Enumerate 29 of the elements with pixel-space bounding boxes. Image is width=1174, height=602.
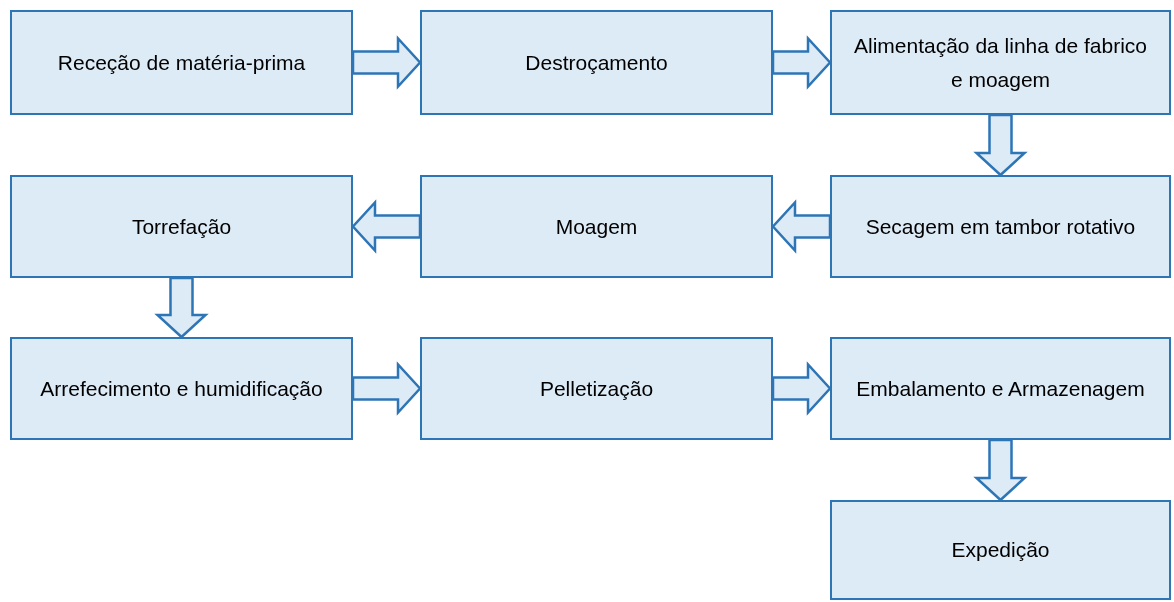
step-label: Embalamento e Armazenagem — [856, 375, 1145, 402]
process-box — [830, 10, 1171, 115]
step-label: Arrefecimento e humidificação — [40, 375, 323, 402]
step-label: Destroçamento — [525, 49, 668, 76]
block-arrow — [771, 199, 832, 254]
process-box — [420, 10, 773, 115]
step-label: Alimentação da linha de fabrico e moagem — [853, 32, 1148, 93]
process-box — [10, 337, 353, 440]
step-label: Torrefação — [131, 213, 232, 240]
process-box — [420, 175, 773, 278]
process-box — [10, 10, 353, 115]
process-box — [10, 175, 353, 278]
block-arrow — [351, 361, 422, 416]
block-arrow — [154, 276, 209, 339]
step-label: Moagem — [555, 213, 638, 240]
step-label: Expedição — [951, 537, 1050, 564]
block-arrow — [973, 438, 1028, 502]
block-arrow — [973, 113, 1028, 177]
process-box — [830, 175, 1171, 278]
step-label: Pelletização — [539, 375, 654, 402]
step-label: Secagem em tambor rotativo — [865, 213, 1136, 240]
block-arrow — [771, 361, 832, 416]
block-arrow — [351, 199, 422, 254]
block-arrow — [771, 35, 832, 90]
process-box — [830, 337, 1171, 440]
process-box — [830, 500, 1171, 600]
process-box — [420, 337, 773, 440]
block-arrow — [351, 35, 422, 90]
step-label: Receção de matéria-prima — [57, 49, 306, 76]
